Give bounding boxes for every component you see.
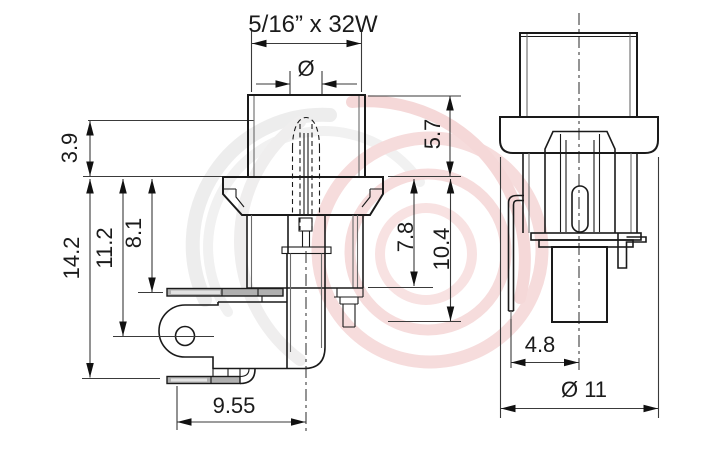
dimensions: 5/16” x 32W Ø 3.9 14.2: [57, 11, 660, 430]
top-terminal-pin: [166, 287, 284, 297]
dimension-3-9: 3.9: [57, 121, 94, 176]
rear-block-side: [551, 246, 608, 323]
dimension-11-2: 11.2: [92, 179, 214, 338]
dimension-7-8: 7.8: [368, 179, 433, 289]
thread-spec-label: 5/16” x 32W: [248, 11, 378, 38]
dimension-flange-diameter: Ø 11: [499, 157, 660, 418]
dimension-10-4-label: 10.4: [429, 228, 454, 271]
mounting-flange-front: [222, 176, 384, 216]
dimension-7-8-label: 7.8: [393, 222, 418, 253]
left-pin-wire: [507, 194, 524, 319]
center-stem: [213, 253, 326, 370]
side-view: [499, 13, 659, 371]
contact-slot: [571, 185, 589, 233]
dimension-10-4: 10.4: [388, 179, 461, 323]
rear-step-tab-front: [334, 288, 364, 328]
dimension-8-1-label: 8.1: [121, 218, 146, 249]
dimension-3-9-label: 3.9: [57, 133, 82, 164]
dimension-9-55-label: 9.55: [213, 393, 256, 418]
dimension-4-8: 4.8: [510, 319, 579, 368]
dimension-flange-diameter-label: Ø 11: [561, 377, 607, 402]
dimension-14-2-label: 14.2: [59, 237, 84, 280]
dimension-5-7: 5.7: [368, 95, 461, 178]
side-tab: [617, 233, 647, 269]
bore-diameter-label: Ø: [297, 56, 314, 81]
dimension-8-1: 8.1: [121, 179, 163, 294]
dimension-9-55: 9.55: [176, 386, 306, 430]
dimension-5-7-label: 5.7: [420, 119, 445, 150]
dimension-4-8-label: 4.8: [525, 332, 556, 357]
mounting-flange-side: [499, 116, 659, 154]
dimension-14-2: 14.2: [59, 179, 160, 380]
inner-body-side: [522, 130, 638, 233]
dimension-bore-diameter: Ø: [256, 56, 357, 94]
watermark: [185, 95, 549, 369]
dimension-thread-spec: 5/16” x 32W: [248, 11, 378, 92]
dimension-11-2-label: 11.2: [92, 227, 117, 268]
bottom-terminal-pin: [166, 368, 256, 385]
